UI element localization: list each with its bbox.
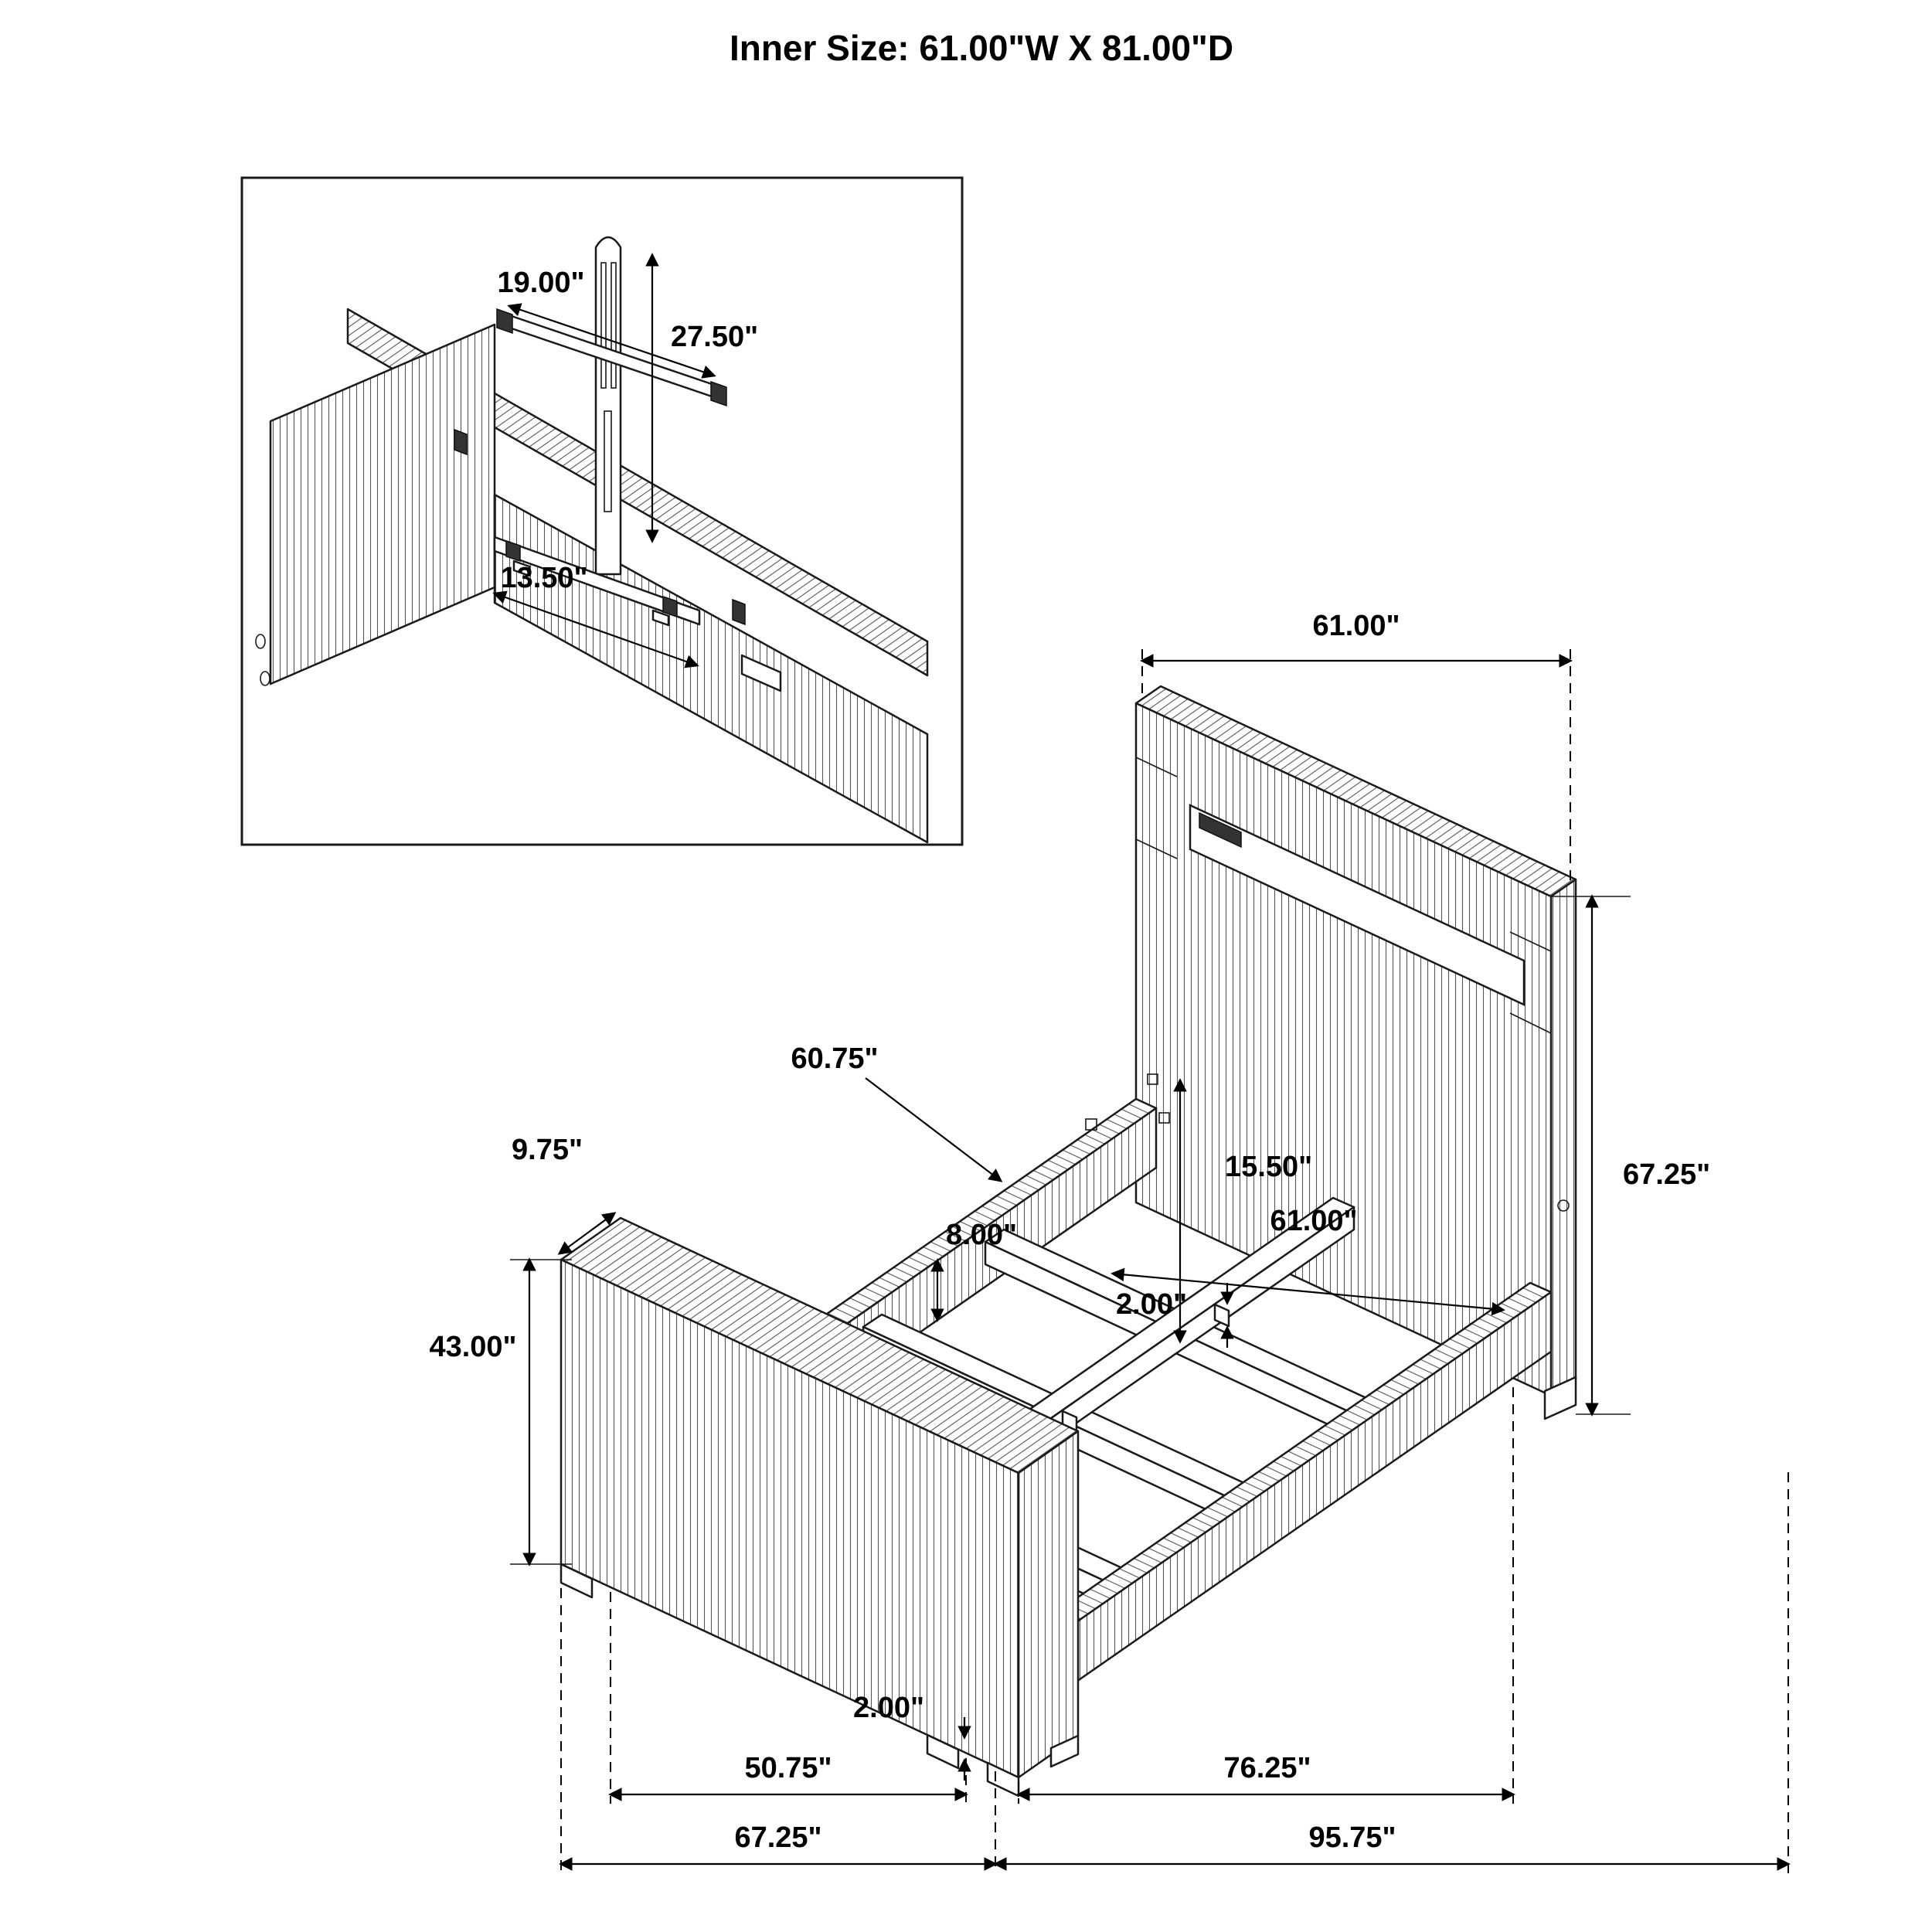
headboard-led-recess <box>1189 804 1526 1006</box>
dim-overall-length-label: 95.75" <box>1308 1821 1396 1854</box>
dim-headboard-width-label: 61.00" <box>1312 610 1400 642</box>
lower-bracket-clip <box>505 539 521 563</box>
dim-leader-inner-length <box>865 1077 1003 1182</box>
dim-headboard-clearance-label: 15.50" <box>1225 1151 1312 1183</box>
dim-headboard-height-label: 67.25" <box>1623 1158 1710 1191</box>
headboard-seam <box>1509 931 1552 952</box>
footboard-leg <box>1049 1734 1080 1768</box>
headboard-bracket-mark <box>1158 1112 1170 1124</box>
rail-bracket-mark <box>1085 1118 1097 1131</box>
dim-crossbar-width-label: 19.00" <box>497 267 584 299</box>
inset-detail: 19.00" 27.50" 13.50" <box>240 176 964 846</box>
page-title: Inner Size: 61.00"W X 81.00"D <box>730 28 1233 68</box>
footboard <box>560 1216 1080 1798</box>
headboard-side-button <box>1557 1199 1570 1212</box>
dim-rail-height-label: 8.00" <box>946 1219 1017 1251</box>
dim-center-leg-height-label: 2.00" <box>1116 1288 1187 1321</box>
headboard-leg <box>1543 1376 1577 1420</box>
footboard-end-face <box>1017 1430 1080 1779</box>
mount-post-body <box>594 236 622 576</box>
dim-inner-length-label: 60.75" <box>791 1043 878 1075</box>
footboard-leg <box>560 1563 594 1599</box>
headboard-media-box <box>1199 811 1242 849</box>
headboard-seam <box>1135 757 1178 777</box>
dim-line-footboard-thickness <box>557 1212 617 1255</box>
headboard <box>1134 685 1577 1420</box>
dim-footboard-height-label: 43.00" <box>429 1331 516 1363</box>
right-rail <box>1034 1281 1553 1697</box>
bed-isometric <box>560 685 1577 1798</box>
dim-rail-span-label: 76.25" <box>1223 1752 1311 1784</box>
dimensions: 61.00" 67.25" 60.75" 9.75" 15.50" 61.00"… <box>429 610 1791 1873</box>
dim-footboard-width-label: 67.25" <box>734 1821 821 1854</box>
mount-post-slot <box>604 410 612 512</box>
headboard-seam <box>1509 1012 1552 1034</box>
dim-line-crossbar-width <box>507 303 716 379</box>
dim-line-bracket-width <box>492 590 699 668</box>
dim-line-inner-width <box>1111 1267 1505 1316</box>
inset-rail-clip <box>454 428 468 456</box>
inset-mount-post <box>594 236 622 576</box>
dim-footboard-inner-width-label: 50.75" <box>744 1752 832 1784</box>
dim-leg-height-label: 2.00" <box>853 1692 924 1724</box>
headboard-side-face <box>1549 878 1577 1397</box>
headboard-bracket-mark <box>1147 1073 1158 1085</box>
dim-post-height-label: 27.50" <box>671 321 758 353</box>
dim-bracket-width-label: 13.50" <box>500 562 587 594</box>
dim-footboard-thickness-label: 9.75" <box>512 1134 583 1166</box>
crossbar-end-cap <box>710 380 727 407</box>
lower-bracket-foot <box>512 560 531 577</box>
inset-rail-clip <box>732 598 746 626</box>
dim-inner-width-label: 61.00" <box>1270 1205 1357 1237</box>
inset-screw-hole <box>255 634 266 649</box>
inset-panel-bracket <box>740 654 782 692</box>
headboard-seam <box>1135 838 1178 859</box>
inset-screw-hole <box>260 671 270 686</box>
